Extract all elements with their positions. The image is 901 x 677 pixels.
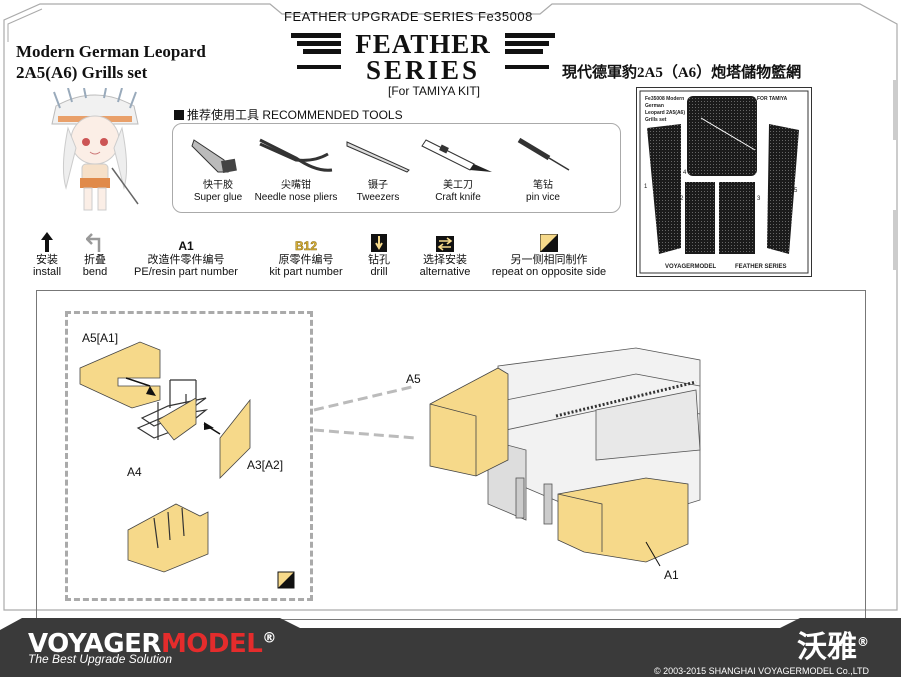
assembly-step-panel <box>36 290 866 620</box>
legend-kit-part-number: B12 原零件编号 kit part number <box>258 230 354 278</box>
legend-label-cn: 另一侧相同制作 <box>510 254 588 266</box>
tool-needle-nose-pliers: 尖嘴钳 Needle nose pliers <box>251 124 341 204</box>
legend-label-en: kit part number <box>269 266 343 278</box>
brand-chinese: 沃雅® <box>797 622 869 666</box>
series-code: FEATHER UPGRADE SERIES Fe35008 <box>284 9 533 24</box>
brand-part-model: MODEL <box>160 629 263 659</box>
fret-brand: VOYAGERMODEL <box>665 264 716 270</box>
legend-label-cn: 选择安装 <box>423 254 467 266</box>
brand-part-voyager: VOYAGER <box>28 629 161 659</box>
brand-tagline: The Best Upgrade Solution <box>28 652 173 666</box>
legend-bend: 折叠 bend <box>74 230 116 278</box>
tool-label-en: Tweezers <box>356 192 400 203</box>
craft-knife-icon <box>421 139 492 172</box>
tool-pin-vice: 笔钻 pin vice <box>498 124 588 204</box>
title-line-1: Modern German Leopard <box>16 42 206 61</box>
footer-band <box>0 618 901 677</box>
tool-craft-knife: 美工刀 Craft knife <box>413 124 503 204</box>
legend-drill: 钻孔 drill <box>358 230 400 278</box>
logo-word-feather: FEATHER <box>355 29 491 59</box>
copyright-notice: © 2003-2015 SHANGHAI VOYAGERMODEL Co.,LT… <box>654 666 870 676</box>
drill-icon <box>371 234 387 252</box>
title-english: Modern German Leopard 2A5(A6) Grills set <box>16 41 206 83</box>
label-a1: A1 <box>664 568 679 582</box>
legend-label-cn: 安装 <box>36 254 58 266</box>
label-a4: A4 <box>127 465 142 479</box>
legend-label-cn: 钻孔 <box>368 254 390 266</box>
tool-label-cn: 镊子 <box>368 180 388 191</box>
title-chinese: 現代德軍豹2A5（A6）炮塔儲物籃網 <box>562 65 802 81</box>
legend-label-en: bend <box>82 266 108 278</box>
bend-arrow-icon <box>86 233 101 252</box>
assembly-detail-inset <box>65 311 313 601</box>
tool-label-en: Craft knife <box>435 192 481 203</box>
legend-label-cn: 改造件零件编号 <box>147 254 225 266</box>
tool-super-glue: 快干胶 Super glue <box>173 124 263 204</box>
pin-vice-icon <box>517 137 570 171</box>
legend-label-cn: 折叠 <box>84 254 106 266</box>
pe-part-symbol: A1 <box>178 239 194 253</box>
tool-label-en: Needle nose pliers <box>254 192 338 203</box>
title-line-2: 2A5(A6) Grills set <box>16 63 148 82</box>
legend-label-cn: 原零件编号 <box>278 254 334 266</box>
fret-text-line4: Grills set <box>645 117 667 123</box>
legend-install: 安装 install <box>26 230 68 278</box>
legend-label-en: PE/resin part number <box>134 266 238 278</box>
tool-label-cn: 快干胶 <box>203 180 233 191</box>
square-bullet-icon <box>174 110 184 120</box>
tool-label-cn: 笔钻 <box>533 180 553 191</box>
pe-fret-preview: Fe35008 Modern German Leopard 2A5(A6) Gr… <box>636 87 812 277</box>
brand-cn-text: 沃雅 <box>797 630 857 665</box>
legend-label-en: install <box>32 266 62 278</box>
tool-label-cn: 美工刀 <box>443 180 473 191</box>
fret-part-number-1: 1 <box>644 184 648 190</box>
legend-label-en: drill <box>370 266 388 278</box>
glue-tube-icon <box>191 139 237 173</box>
label-a5-a1: A5[A1] <box>82 331 119 345</box>
tool-label-en: pin vice <box>526 192 560 203</box>
feather-series-logo: FEATHER SERIES <box>291 29 555 81</box>
legend-label-en: repeat on opposite side <box>491 266 607 278</box>
tool-label-en: Super glue <box>193 192 243 203</box>
kit-compatibility: [For TAMIYA KIT] <box>388 84 481 98</box>
fret-text-line2: German <box>645 103 664 109</box>
assembly-drawing <box>79 341 701 589</box>
fret-part-number-4: 4 <box>683 170 687 176</box>
tweezers-icon <box>346 141 410 173</box>
fret-text-line3: Leopard 2A5(A6) <box>645 110 685 116</box>
swap-arrows-icon <box>436 236 454 252</box>
fret-part-number-5: 5 <box>794 188 798 194</box>
tools-heading-text: 推荐使用工具 RECOMMENDED TOOLS <box>187 108 403 122</box>
tool-tweezers: 镊子 Tweezers <box>333 124 423 204</box>
tools-heading: 推荐使用工具 RECOMMENDED TOOLS <box>174 106 403 123</box>
fret-kit-label: FOR TAMIYA <box>757 96 788 102</box>
fret-series: FEATHER SERIES <box>735 264 787 270</box>
fret-part-number-2: 2 <box>680 196 684 202</box>
fret-text-line1: Fe35008 Modern <box>645 96 684 102</box>
logo-word-series: SERIES <box>366 55 480 81</box>
legend-repeat-opposite-side: 另一侧相同制作 repeat on opposite side <box>480 230 618 278</box>
label-a3-a2: A3[A2] <box>247 458 284 472</box>
legend-label-en: alternative <box>419 266 471 278</box>
legend-alternative: 选择安装 alternative <box>410 230 480 278</box>
mascot-illustration <box>51 88 139 211</box>
registered-mark: ® <box>262 630 276 647</box>
label-a5: A5 <box>406 372 421 386</box>
pe-fret-image: Fe35008 Modern German Leopard 2A5(A6) Gr… <box>639 90 809 274</box>
registered-mark-cn: ® <box>857 635 869 649</box>
repeat-opposite-icon <box>540 234 558 252</box>
pliers-icon <box>259 138 333 172</box>
tools-panel: 快干胶 Super glue 尖嘴钳 Needle nose pliers 镊子… <box>172 123 621 213</box>
kit-part-symbol: B12 <box>294 239 318 253</box>
legend-pe-part-number: A1 改造件零件编号 PE/resin part number <box>122 230 250 278</box>
brand-logo: VOYAGERMODEL® <box>28 629 276 659</box>
fret-part-number-3: 3 <box>757 196 761 202</box>
tool-label-cn: 尖嘴钳 <box>281 180 311 191</box>
arrow-up-icon <box>41 232 53 252</box>
